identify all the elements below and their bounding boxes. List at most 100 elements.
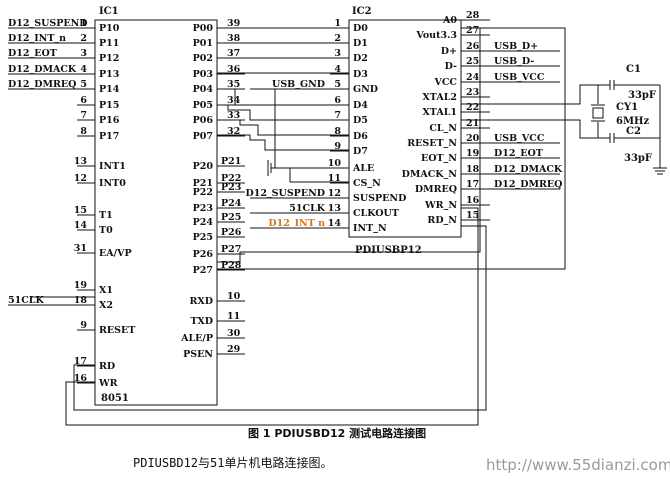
- ic1-left-pin-number: 17: [74, 356, 87, 367]
- ic2-right-net-label: D12_EOT: [494, 148, 543, 159]
- ic1-left-pin-number: 16: [74, 373, 88, 384]
- ic2-left-net-label: D12_SUSPEND: [245, 188, 325, 199]
- ic1-left-net-label: D12_DMACK: [8, 64, 77, 75]
- ic1-right-net-label: P27: [221, 244, 241, 255]
- ic1-right-pin-name: P02: [193, 53, 213, 64]
- ic2-right-pin-name: Vout3.3: [415, 30, 457, 41]
- ic2-part-label: PDIUSBP12: [355, 245, 422, 256]
- ic2-right-pin-name: XTAL2: [422, 92, 457, 103]
- ic2-left-pin-name: D5: [353, 115, 368, 126]
- ic1-right-pin-name: P00: [193, 23, 214, 34]
- ic1-right-pin-name: P26: [193, 249, 214, 260]
- wire-p06-d6: [217, 119, 349, 136]
- ic2-left-pin-number: 8: [334, 126, 341, 137]
- ic1-right-pin-name: ALE/P: [180, 333, 213, 344]
- ic1-left-pin-number: 19: [74, 280, 88, 291]
- ic1-right-pin-name: P04: [193, 84, 214, 95]
- ic2-right-pin-name: D+: [441, 46, 457, 57]
- ic2-left-pin-number: 9: [334, 141, 341, 152]
- ic2-right-net-label: USB_VCC: [494, 133, 545, 144]
- ic2-left-pin-name: D0: [353, 23, 368, 34]
- ic1-left-pin-name: P14: [99, 84, 120, 95]
- ic1-left-pin-name: P15: [99, 100, 119, 111]
- ic1-right-pin-number: 30: [227, 328, 241, 339]
- ic2-right-pin-number: 20: [466, 133, 480, 144]
- ic1-left-pin-name: INT1: [99, 161, 126, 172]
- ic1-body: [94, 19, 218, 406]
- ic1-right-pin-number: 36: [227, 64, 241, 75]
- ic1-left-pin-name: WR: [98, 378, 118, 389]
- ic1-left-pin-name: X2: [99, 300, 113, 311]
- ic2-left-pin-number: 1: [334, 18, 341, 29]
- ic2-right-net-label: D12_DMACK: [494, 164, 563, 175]
- ic2-right-pin-name: WR_N: [424, 200, 457, 211]
- ic2-left-pin-name: CLKOUT: [353, 208, 399, 219]
- ic2-left-pin-name: ALE: [352, 163, 374, 174]
- ic1-right-pin-name: P25: [193, 232, 213, 243]
- ic1-left-pin-number: 12: [74, 173, 87, 184]
- ic1-part-label: 8051: [101, 393, 129, 404]
- ic1-left-pins: P101D12_SUSPENDP112D12_INT_nP123D12_EOTP…: [8, 18, 135, 389]
- ic2-right-net-label: USB_D-: [494, 56, 534, 67]
- ic1-right-net-label: P24: [221, 198, 242, 209]
- ic1-left-pin-number: 6: [80, 95, 87, 106]
- ic1-left-pin-name: P13: [99, 69, 119, 80]
- ic1-right-net-label: P28: [221, 260, 242, 271]
- footer-text: PDIUSBD12与51单片机电路连接图。: [133, 455, 332, 470]
- ic2-left-pin-number: 10: [328, 158, 342, 169]
- ic1-designator: IC1: [99, 6, 119, 17]
- ic1-right-net-label: P22: [221, 173, 241, 184]
- ic1-right-pin-number: 29: [227, 344, 241, 355]
- ic1-left-pin-number: 8: [80, 126, 87, 137]
- ic2-right-pin-name: VCC: [434, 77, 458, 88]
- wire-p07-d7: [217, 134, 349, 151]
- ic1-right-pin-number: 33: [227, 110, 240, 121]
- wire-xtal1: [461, 119, 610, 139]
- ic2-left-pin-number: 13: [328, 203, 341, 214]
- ic2-right-pin-name: RD_N: [427, 215, 457, 226]
- ic2-left-pin-name: D6: [353, 131, 368, 142]
- ic2-left-net-label: USB_GND: [272, 79, 325, 90]
- ic2-right-pin-name: A0: [442, 15, 457, 26]
- ic1-left-pin-number: 7: [80, 110, 87, 121]
- ic2-left-net-label: 51CLK: [289, 203, 325, 214]
- ic2-right-pin-name: XTAL1: [422, 107, 457, 118]
- c2-value: 33pF: [624, 153, 652, 164]
- ic1-left-net-label: D12_EOT: [8, 48, 57, 59]
- ic2-left-pin-number: 3: [334, 48, 341, 59]
- ic1-right-pin-name: P03: [193, 69, 213, 80]
- ic1-left-pin-number: 5: [80, 79, 87, 90]
- ic1-left-pin-number: 15: [74, 205, 87, 216]
- ic2-left-pin-name: D3: [353, 69, 368, 80]
- ic1-left-pin-name: T0: [99, 225, 113, 236]
- ic1-right-pin-name: P06: [193, 115, 214, 126]
- ic1-left-pin-name: P11: [99, 38, 119, 49]
- ic1-right-pin-number: 10: [227, 291, 241, 302]
- ic2-right-pin-name: D-: [445, 61, 457, 72]
- wire-p28-a0: [217, 27, 566, 270]
- ic2-left-pins: D01D12D23D34GND5USB_GNDD46D57D68D79ALE10…: [245, 18, 406, 234]
- ic2-right-pin-number: 19: [466, 148, 480, 159]
- ic2-right-pin-number: 28: [466, 10, 480, 21]
- ic1-left-pin-name: RD: [99, 361, 115, 372]
- ic1-right-net-label: P23: [221, 182, 241, 193]
- ic2-right-pin-number: 18: [466, 164, 480, 175]
- ic2-left-pin-number: 11: [328, 173, 341, 184]
- ic2-left-pin-name: CS_N: [353, 178, 381, 189]
- wire-wr: [65, 207, 479, 426]
- ic1-left-pin-number: 3: [80, 48, 87, 59]
- ic1-left-pin-number: 18: [74, 295, 88, 306]
- ic1-right-pin-name: P01: [193, 38, 213, 49]
- ic1-right-pin-name: P21: [193, 178, 213, 189]
- ic1-left-pin-name: P16: [99, 115, 120, 126]
- ic1-right-pin-number: 37: [227, 48, 240, 59]
- ic2-designator: IC2: [352, 6, 372, 17]
- ic1-left-pin-number: 1: [80, 18, 87, 29]
- crystal-circuit: C1 33pF CY1 6MHz C2 33pF: [461, 64, 667, 175]
- wire-p05-d5: [217, 104, 349, 121]
- ic1-right-pin-number: 34: [227, 95, 241, 106]
- ic1-right-pin-number: 32: [227, 126, 240, 137]
- ic2-left-pin-name: D1: [353, 38, 368, 49]
